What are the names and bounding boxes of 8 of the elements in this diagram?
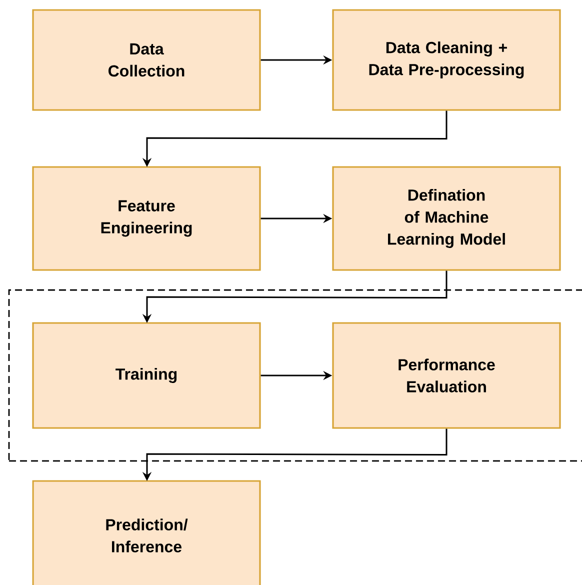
process-box: Data Collection (32, 9, 261, 111)
dashed-group-box (8, 289, 582, 462)
process-box: Performance Evaluation (332, 322, 561, 429)
process-box: Training (32, 322, 261, 429)
process-box: Defination of Machine Learning Model (332, 166, 561, 271)
process-box: Feature Engineering (32, 166, 261, 271)
process-box: Data Cleaning + Data Pre-processing (332, 9, 561, 111)
process-box: Prediction/ Inference (32, 480, 261, 585)
